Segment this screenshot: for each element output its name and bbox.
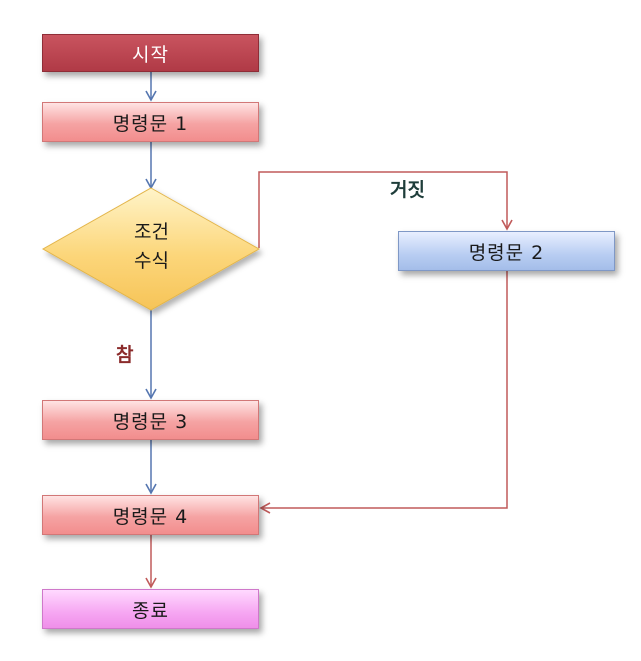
- condition-label-line-1: 조건: [134, 221, 169, 243]
- arrow-stmt2-to-stmt4: [259, 271, 508, 514]
- statement-2-label: 명령문 2: [468, 241, 545, 264]
- condition-diamond: [41, 187, 261, 311]
- false-branch-label: 거짓: [390, 179, 425, 201]
- end-node: 종료: [42, 589, 259, 629]
- start-node: 시작: [42, 34, 259, 72]
- end-label: 종료: [132, 599, 169, 622]
- start-label: 시작: [132, 43, 169, 66]
- true-branch-label: 참: [116, 344, 134, 366]
- arrow-condition-false-to-stmt2: [258, 171, 513, 248]
- condition-label: 조건 수식: [104, 218, 199, 276]
- statement-3-node: 명령문 3: [42, 400, 259, 440]
- statement-2-node: 명령문 2: [398, 231, 615, 271]
- statement-4-node: 명령문 4: [42, 495, 259, 535]
- statement-3-label: 명령문 3: [112, 410, 189, 433]
- statement-4-label: 명령문 4: [112, 505, 189, 528]
- statement-1-label: 명령문 1: [112, 112, 189, 135]
- condition-label-line-2: 수식: [134, 250, 169, 272]
- statement-1-node: 명령문 1: [42, 102, 259, 142]
